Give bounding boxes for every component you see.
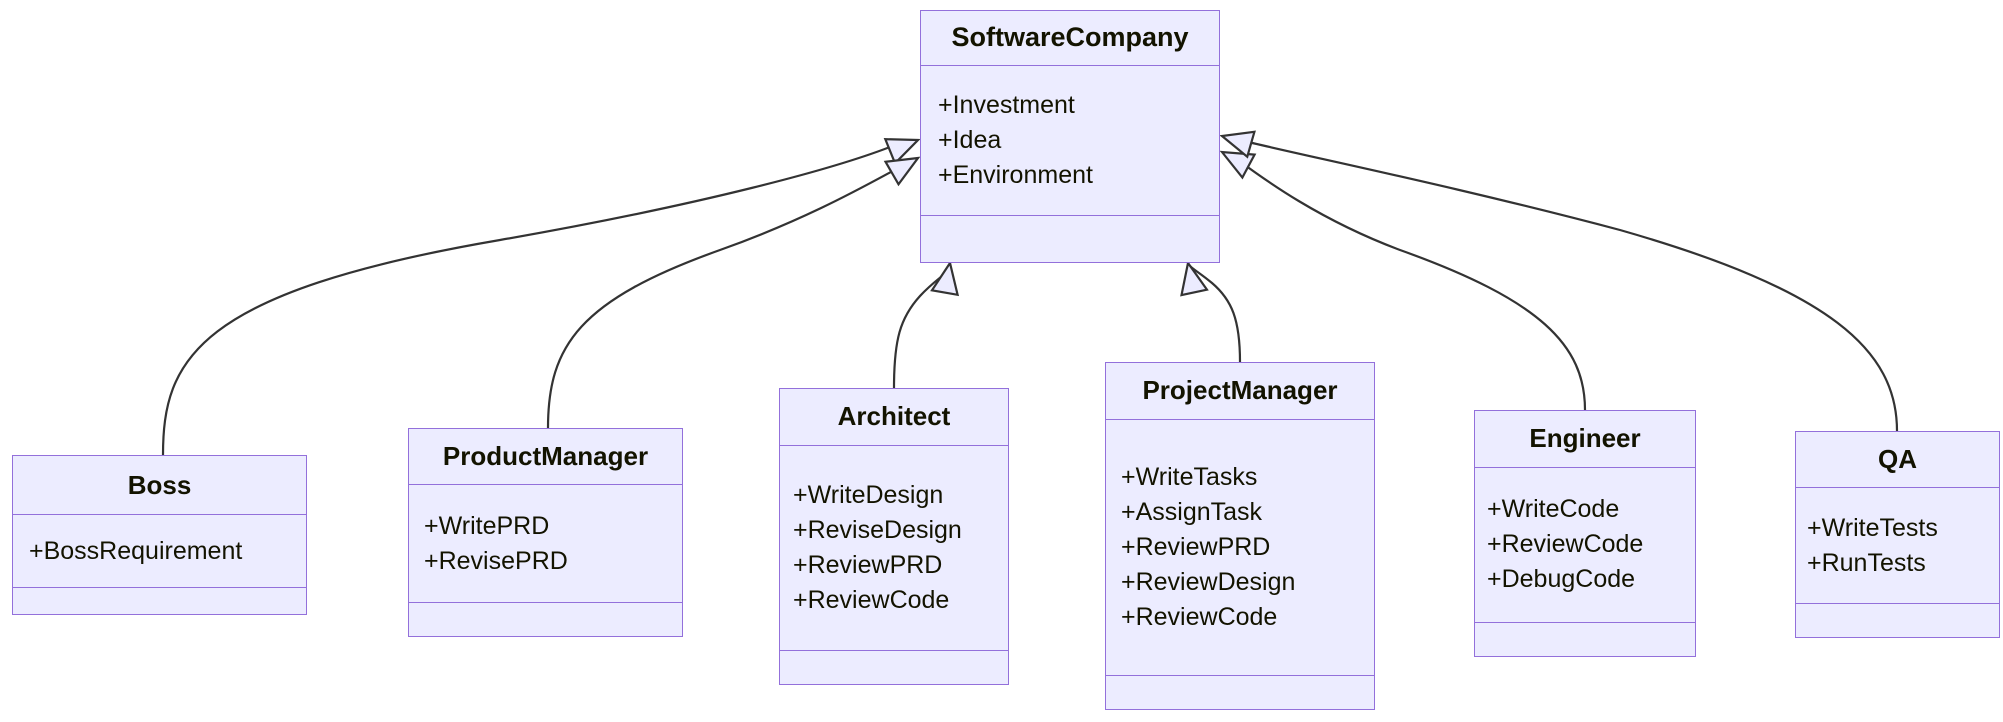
class-name-qa: QA: [1796, 432, 1999, 489]
class-methods-projectmanager: [1106, 676, 1374, 709]
class-node-productmanager[interactable]: ProductManager +WritePRD +RevisePRD: [408, 428, 683, 637]
class-node-boss[interactable]: Boss +BossRequirement: [12, 455, 307, 615]
class-name-projectmanager: ProjectManager: [1106, 363, 1374, 420]
class-methods-softwarecompany: [921, 216, 1219, 262]
class-attribute: +WriteDesign: [793, 480, 944, 509]
class-attribute: +Investment: [938, 90, 1075, 119]
class-methods-boss: [13, 588, 306, 614]
class-node-architect[interactable]: Architect +WriteDesign +ReviseDesign +Revie…: [779, 388, 1009, 685]
class-attribute: +ReviewPRD: [1121, 532, 1271, 561]
class-attribute: +ReviewPRD: [793, 550, 943, 579]
inheritance-line: [892, 269, 949, 389]
class-attributes-architect: +WriteDesign +ReviseDesign +ReviewPRD +Revi…: [780, 446, 1008, 652]
class-node-engineer[interactable]: Engineer +WriteCode +ReviewCode +DebugCode: [1474, 410, 1696, 657]
class-name-architect: Architect: [780, 389, 1008, 446]
inheritance-arrowhead-icon: [1180, 260, 1209, 297]
class-attributes-projectmanager: +WriteTasks +AssignTask +ReviewPRD +ReviewD…: [1106, 420, 1374, 677]
class-attributes-productmanager: +WritePRD +RevisePRD: [409, 485, 682, 604]
class-attribute: +RunTests: [1807, 548, 1926, 577]
class-attribute: +ReviseDesign: [793, 515, 962, 544]
inheritance-arrowhead-icon: [1219, 130, 1256, 159]
class-attribute: +Idea: [938, 125, 1002, 154]
class-node-softwarecompany[interactable]: SoftwareCompany +Investment +Idea +Environm…: [920, 10, 1220, 263]
class-attribute: +WriteTasks: [1121, 462, 1258, 491]
edge-projectmanager: [1180, 260, 1242, 363]
edge-architect: [892, 260, 960, 389]
class-attribute: +DebugCode: [1487, 565, 1636, 594]
class-attribute: +WriteTests: [1807, 513, 1938, 542]
class-attributes-engineer: +WriteCode +ReviewCode +DebugCode: [1475, 468, 1695, 624]
inheritance-arrowhead-icon: [930, 260, 960, 297]
class-methods-qa: [1796, 604, 1999, 637]
class-attribute: +BossRequirement: [29, 536, 243, 565]
class-attributes-softwarecompany: +Investment +Idea +Environment: [921, 66, 1219, 217]
class-attribute: +RevisePRD: [424, 546, 568, 575]
class-attribute: +ReviewDesign: [1121, 567, 1296, 596]
class-attributes-boss: +BossRequirement: [13, 515, 306, 589]
inheritance-arrowhead-icon: [883, 138, 921, 166]
class-attribute: +Environment: [938, 160, 1093, 189]
class-attribute: +WritePRD: [424, 511, 550, 540]
class-attributes-qa: +WriteTests +RunTests: [1796, 488, 1999, 605]
class-name-engineer: Engineer: [1475, 411, 1695, 468]
edge-productmanager: [546, 156, 921, 429]
inheritance-line: [1189, 265, 1242, 363]
class-attribute: +ReviewCode: [1121, 602, 1278, 631]
class-attribute: +AssignTask: [1121, 497, 1263, 526]
class-methods-architect: [780, 651, 1008, 684]
class-name-productmanager: ProductManager: [409, 429, 682, 486]
class-node-projectmanager[interactable]: ProjectManager +WriteTasks +AssignTask +Rev…: [1105, 362, 1375, 710]
class-node-qa[interactable]: QA +WriteTests +RunTests: [1795, 431, 2000, 638]
inheritance-arrowhead-icon: [1219, 150, 1257, 180]
class-attribute: +WriteCode: [1487, 495, 1620, 524]
class-attribute: +ReviewCode: [1487, 530, 1644, 559]
class-methods-engineer: [1475, 623, 1695, 656]
class-attribute: +ReviewCode: [793, 585, 950, 614]
class-name-boss: Boss: [13, 456, 306, 516]
class-name-softwarecompany: SoftwareCompany: [921, 11, 1219, 66]
inheritance-arrowhead-icon: [883, 156, 921, 187]
class-methods-productmanager: [409, 603, 682, 636]
